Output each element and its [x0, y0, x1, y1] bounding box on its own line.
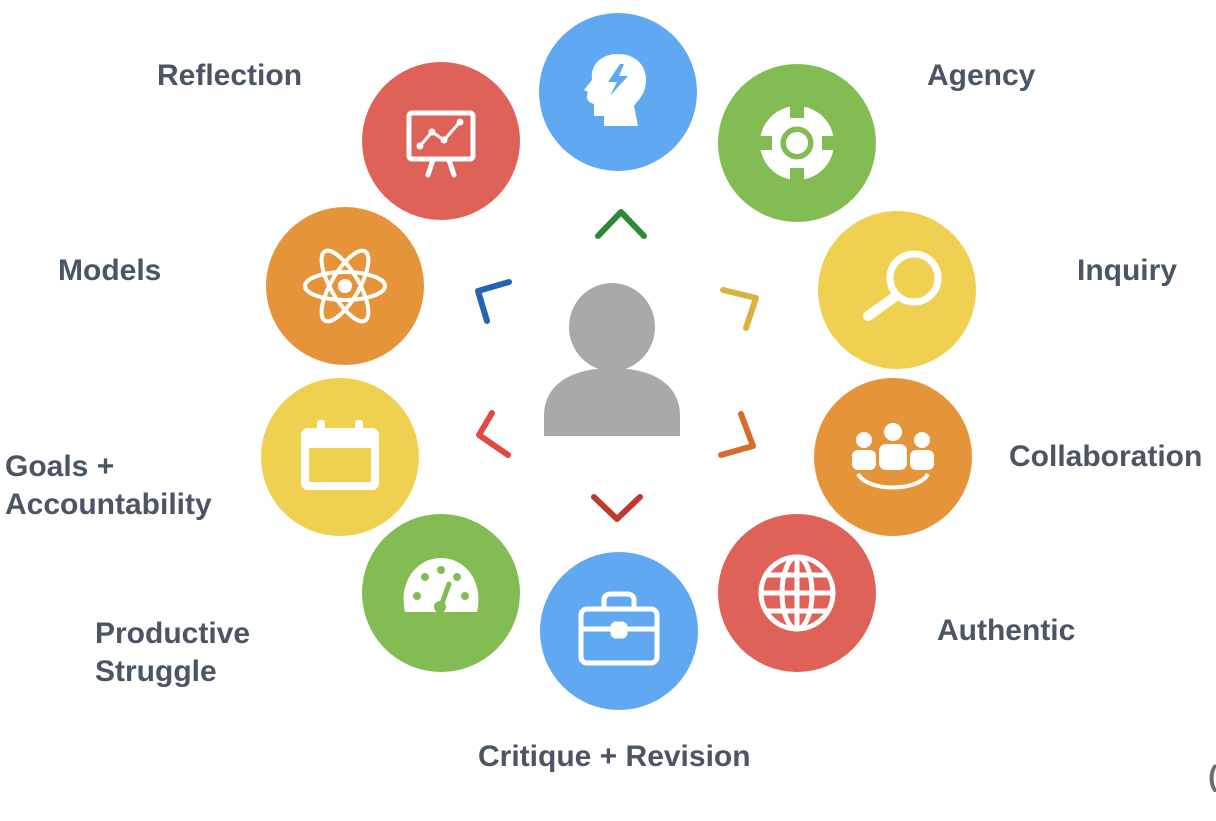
- chevron-left-red: [476, 410, 511, 458]
- node-goals: [261, 378, 419, 536]
- chevron-right-yellow: [720, 287, 759, 331]
- label-collaboration: Collaboration: [1009, 440, 1203, 473]
- presentation-chart-icon: [406, 110, 476, 178]
- label-authentic: Authentic: [937, 614, 1076, 647]
- label-critique: Critique + Revision: [478, 740, 751, 773]
- node-models: [266, 207, 424, 365]
- gauge-icon: [403, 558, 479, 613]
- label-reflection: Reflection: [157, 59, 303, 92]
- node-struggle: [362, 514, 520, 672]
- briefcase-icon: [578, 591, 660, 666]
- label-models: Models: [58, 254, 162, 287]
- node-collaboration: [814, 378, 972, 536]
- chevron-up-green: [595, 209, 647, 239]
- edge-glyph: (: [1208, 760, 1216, 793]
- atom-icon: [303, 248, 387, 324]
- label-struggle-line1: Productive: [95, 617, 251, 650]
- chevron-right-orange: [718, 411, 756, 458]
- head-lightning-icon: [584, 54, 646, 126]
- node-reflection: [362, 62, 520, 220]
- label-struggle-line2: Struggle: [95, 655, 217, 688]
- label-inquiry: Inquiry: [1077, 254, 1178, 287]
- chevron-down-red: [591, 494, 643, 522]
- magnifier-icon: [863, 250, 942, 321]
- node-authentic: [718, 514, 876, 672]
- node-mind: [539, 13, 697, 171]
- person-icon: [544, 283, 680, 436]
- node-inquiry: [818, 211, 976, 369]
- lifebuoy-icon: [752, 98, 842, 188]
- globe-icon: [758, 554, 836, 632]
- calendar-icon: [301, 420, 379, 490]
- label-goals-line2: Accountability: [5, 488, 212, 521]
- chevron-left-blue: [475, 279, 512, 324]
- node-agency: [718, 64, 876, 222]
- label-agency: Agency: [927, 59, 1036, 92]
- label-goals-line1: Goals +: [5, 450, 115, 483]
- people-group-icon: [852, 423, 934, 490]
- node-critique: [540, 552, 698, 710]
